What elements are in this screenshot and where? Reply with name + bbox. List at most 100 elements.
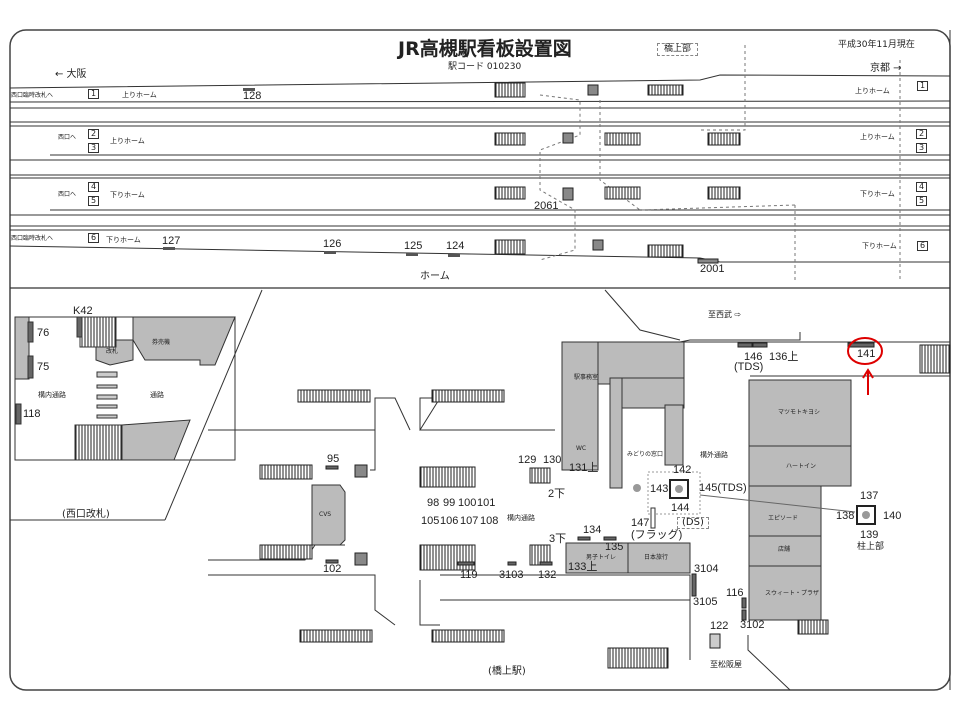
sign-number: 140 (883, 510, 902, 522)
sign-number: 119 (460, 569, 478, 581)
direction-kyoto: 京都 → (870, 63, 902, 74)
sign-number: 124 (446, 240, 465, 252)
shop-label: 店舗 (778, 546, 791, 553)
platform-caption: ホーム (420, 271, 450, 282)
highlight-circle (847, 337, 883, 365)
sign-number: 3下 (549, 533, 567, 545)
sign-number: 76 (37, 327, 50, 339)
track-number: 1 (88, 89, 100, 99)
sign-number: 106 (440, 515, 459, 527)
track-number: 2 (916, 129, 928, 139)
shop-label: マツモトキヨシ (778, 409, 821, 416)
sign-number: 143 (650, 483, 669, 495)
sign-number: 126 (323, 238, 342, 250)
platform-label: 上りホーム (860, 133, 895, 141)
sign-number: 3102 (740, 619, 765, 631)
track-number: 6 (88, 233, 100, 243)
platform-label: 下りホーム (862, 242, 897, 250)
sign-number: 142 (673, 464, 692, 476)
to-seibu-label: 至西武 ⇨ (708, 310, 742, 319)
sign-number: 95 (327, 453, 340, 465)
room-label: 改札 (106, 348, 119, 355)
sign-number: 3104 (694, 563, 719, 575)
sign-number: 105 (421, 515, 440, 527)
area-label: 構内通路 (38, 391, 66, 399)
sign-number: 130 (543, 454, 562, 466)
shop-label: スウィート・プラザ (765, 590, 820, 597)
sign-number: 144 (671, 502, 690, 514)
platforms (9, 45, 951, 280)
sign-number: 127 (162, 235, 181, 247)
sign-number: 133上 (568, 561, 598, 573)
sign-number: 3105 (693, 596, 718, 608)
sign-number: 128 (243, 90, 262, 102)
bridge-label: 橋上部 (657, 43, 699, 56)
escalators-platform (163, 82, 741, 264)
sign-number: (TDS) (734, 361, 764, 373)
west-gate-caption: (西口改札) (62, 509, 110, 520)
to-west-label: 西口へ (58, 191, 77, 198)
west-temp-gate-label: 西口臨時改札へ (11, 92, 54, 99)
track-number: 6 (917, 241, 929, 251)
track-number: 3 (88, 143, 100, 153)
sign-number: 136上 (769, 351, 799, 363)
west-temp-gate-label: 西口臨時改札へ (11, 235, 54, 242)
direction-osaka: ← 大阪 (55, 69, 87, 80)
sign-number: 101 (477, 497, 496, 509)
sign-markers (325, 342, 875, 621)
room-label: みどりの窓口 (627, 451, 664, 458)
platform-label: 下りホーム (110, 191, 145, 199)
area-label: 構外通路 (700, 451, 728, 459)
room-label: CVS (319, 511, 332, 518)
sign-number: 116 (726, 587, 744, 599)
room-label: 駅事務室 (574, 374, 599, 381)
sign-number: 99 (443, 497, 456, 509)
sign-number: 135 (605, 541, 624, 553)
sign-number: 122 (710, 620, 729, 632)
sign-number: 2001 (700, 263, 725, 275)
sign-number: 3103 (499, 569, 524, 581)
sign-number: 98 (427, 497, 440, 509)
room-label: 男子トイレ (586, 554, 617, 561)
sign-number: 138 (836, 510, 855, 522)
escalators-concourse (259, 344, 951, 669)
room-label: 日本旅行 (644, 554, 669, 561)
rooms (311, 341, 876, 621)
sign-number: 134 (583, 524, 602, 536)
sign-number: 147 (631, 517, 650, 529)
sign-number: 132 (538, 569, 557, 581)
room-label: 券売機 (152, 339, 171, 346)
track-number: 4 (916, 182, 928, 192)
sign-number: 146 (744, 351, 763, 363)
track-number: 2 (88, 129, 100, 139)
sign-number: 102 (323, 563, 342, 575)
to-matsuzakaya-label: 至松阪屋 (710, 660, 742, 669)
as-of-date: 平成30年11月現在 (838, 40, 915, 50)
station-code: 駅コード 010230 (448, 62, 522, 72)
area-label: 構内通路 (507, 514, 535, 522)
area-label: 通路 (150, 391, 164, 399)
platform-label: 下りホーム (106, 236, 141, 244)
concourse-caption: (橋上駅) (488, 666, 526, 677)
track-number: 3 (916, 143, 928, 153)
sign-number: 100 (458, 497, 477, 509)
sign-number: 145(TDS) (699, 482, 747, 494)
track-number: 5 (88, 196, 100, 206)
sign-number: 125 (404, 240, 423, 252)
sign-number: 2下 (548, 488, 566, 500)
sign-number: 139 (860, 529, 879, 541)
sign-number: 131上 (569, 462, 599, 474)
west-gate-plan (14, 316, 236, 461)
track-number: 4 (88, 182, 100, 192)
page-title: JR高槻駅看板設置図 (398, 38, 572, 60)
to-west-label: 西口へ (58, 134, 77, 141)
sign-number: 107 (460, 515, 479, 527)
sign-number: 75 (37, 361, 50, 373)
sign-number: 108 (480, 515, 499, 527)
shop-label: ハートイン (786, 463, 817, 470)
sign-number: 137 (860, 490, 879, 502)
room-label: WC (576, 445, 587, 452)
highlighted-sign-141: 141 (857, 348, 876, 360)
